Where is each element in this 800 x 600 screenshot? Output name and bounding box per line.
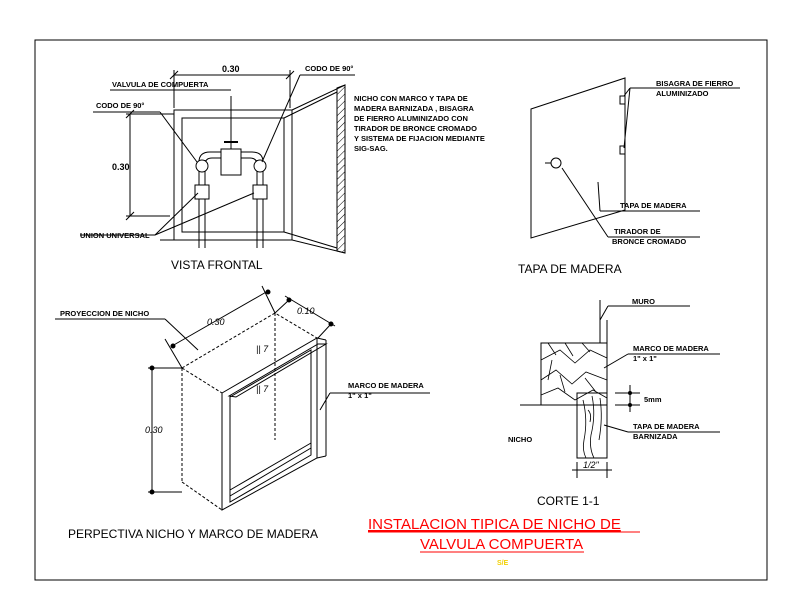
label-codo-right: CODO DE 90° xyxy=(305,64,353,73)
drawing-border xyxy=(34,39,768,581)
title-vista-frontal: VISTA FRONTAL xyxy=(171,258,263,272)
vista-frontal-view xyxy=(80,70,355,254)
svg-text:Y SISTEMA DE FIJACION MEDIANTE: Y SISTEMA DE FIJACION MEDIANTE xyxy=(354,134,485,143)
label-bisagra-1: BISAGRA DE FIERRO xyxy=(656,79,733,88)
dim-left-030: 0.30 xyxy=(112,162,130,172)
title-perspectiva: PERPECTIVA NICHO Y MARCO DE MADERA xyxy=(68,527,318,541)
tapa-madera-view xyxy=(530,77,740,239)
label-codo-left: CODO DE 90° xyxy=(96,101,144,110)
corte-view xyxy=(520,300,720,478)
main-title-line-2: VALVULA COMPUERTA xyxy=(420,536,583,553)
label-proyeccion: PROYECCION DE NICHO xyxy=(60,309,149,318)
label-nicho: NICHO xyxy=(508,435,532,444)
svg-text:TIRADOR DE BRONCE CROMADO: TIRADOR DE BRONCE CROMADO xyxy=(354,124,477,133)
label-corte-marco-2: 1" x 1" xyxy=(633,354,657,363)
label-tirador-1: TIRADOR DE xyxy=(614,227,661,236)
label-tapa: TAPA DE MADERA xyxy=(620,201,687,210)
label-bisagra-2: ALUMINIZADO xyxy=(656,89,709,98)
perspectiva-view xyxy=(55,285,430,511)
label-5mm: 5mm xyxy=(644,395,662,404)
svg-text:SIG-SAG.: SIG-SAG. xyxy=(354,144,388,153)
label-tirador-2: BRONCE CROMADO xyxy=(612,237,686,246)
label-corte-marco-1: MARCO DE MADERA xyxy=(633,344,709,353)
svg-text:DE FIERRO ALUMINIZADO CON: DE FIERRO ALUMINIZADO CON xyxy=(354,114,468,123)
persp-dim-010: 0.10 xyxy=(297,306,315,316)
svg-text:NICHO CON MARCO Y TAPA DE: NICHO CON MARCO Y TAPA DE xyxy=(354,94,468,103)
dim-top-030: 0.30 xyxy=(222,64,240,74)
label-union: UNION UNIVERSAL xyxy=(80,231,150,240)
scale-label: S/E xyxy=(497,560,509,567)
label-valvula: VALVULA DE COMPUERTA xyxy=(112,80,209,89)
label-marco-1: MARCO DE MADERA xyxy=(348,381,424,390)
persp-dim-030-top: 0.30 xyxy=(207,317,225,327)
persp-mark-1: || 7 xyxy=(256,344,269,354)
title-corte: CORTE 1-1 xyxy=(537,494,600,508)
persp-mark-2: || 7 xyxy=(256,384,269,394)
persp-dim-030-left: 0.30 xyxy=(145,425,163,435)
label-half-inch: 1/2" xyxy=(583,460,600,470)
label-tapa-barn-1: TAPA DE MADERA xyxy=(633,422,700,431)
main-title-line-1: INSTALACION TIPICA DE NICHO DE xyxy=(368,516,621,533)
note-block: NICHO CON MARCO Y TAPA DE MADERA BARNIZA… xyxy=(354,94,485,153)
label-muro: MURO xyxy=(632,297,655,306)
svg-text:MADERA BARNIZADA , BISAGRA: MADERA BARNIZADA , BISAGRA xyxy=(354,104,474,113)
title-tapa-madera: TAPA DE MADERA xyxy=(518,262,622,276)
label-tapa-barn-2: BARNIZADA xyxy=(633,432,678,441)
label-marco-2: 1" x 1" xyxy=(348,391,372,400)
